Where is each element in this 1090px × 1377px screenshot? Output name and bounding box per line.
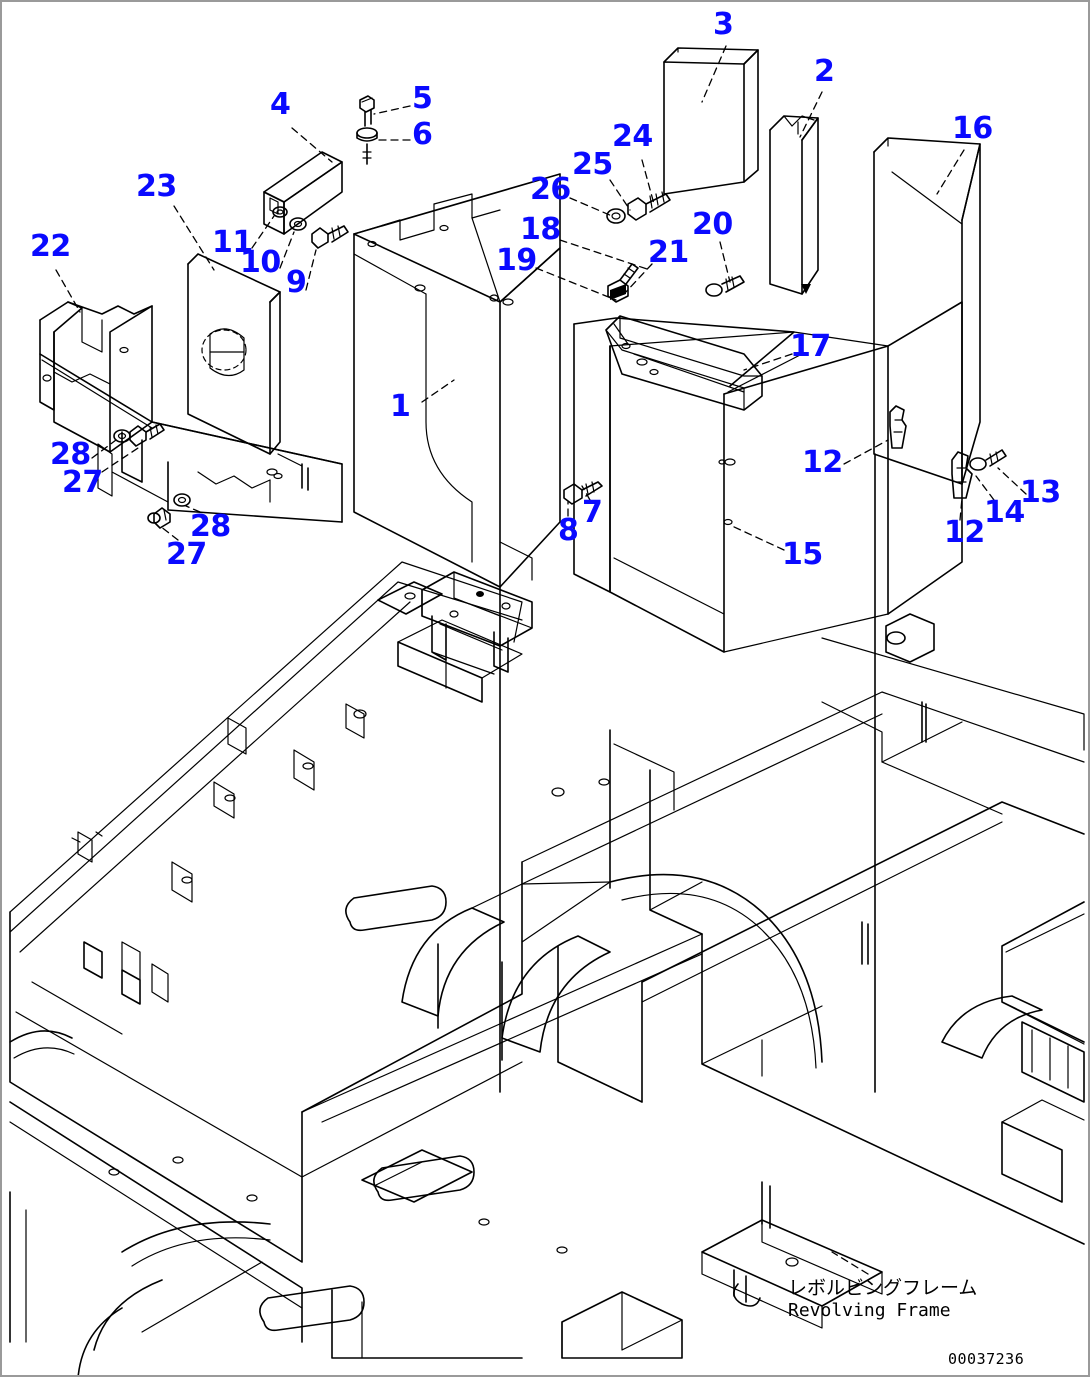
callout-2[interactable]: 2 <box>814 54 835 89</box>
revolving-frame-drawing <box>9 453 1085 1375</box>
callout-23[interactable]: 23 <box>136 169 177 204</box>
callout-20[interactable]: 20 <box>692 207 733 242</box>
fastener-20 <box>705 275 745 297</box>
part-4-bracket <box>263 151 343 235</box>
part-23-panel <box>187 253 281 455</box>
callout-9[interactable]: 9 <box>286 265 307 300</box>
part-12-13-14-clip-group <box>951 449 1007 499</box>
fastener-9-10-11 <box>272 206 349 249</box>
fastener-24-25-26 <box>606 191 671 224</box>
callout-25[interactable]: 25 <box>572 147 613 182</box>
callout-27-upper[interactable]: 27 <box>62 465 103 500</box>
callout-22[interactable]: 22 <box>30 229 71 264</box>
callout-13[interactable]: 13 <box>1020 475 1061 510</box>
callout-26[interactable]: 26 <box>530 172 571 207</box>
callout-28-upper[interactable]: 28 <box>50 437 91 472</box>
callout-1[interactable]: 1 <box>390 389 411 424</box>
callout-11[interactable]: 11 <box>212 225 253 260</box>
callout-12-upper[interactable]: 12 <box>802 445 843 480</box>
callout-16[interactable]: 16 <box>952 111 993 146</box>
frame-label-japanese: レボルビングフレーム <box>788 1277 978 1299</box>
callout-12-lower[interactable]: 12 <box>944 515 985 550</box>
part-2-plate <box>769 115 819 295</box>
callout-4[interactable]: 4 <box>270 87 291 122</box>
callout-5[interactable]: 5 <box>412 81 433 116</box>
callout-14[interactable]: 14 <box>984 495 1025 530</box>
fastener-18-19-21 <box>607 263 639 303</box>
fastener-27-28-upper <box>113 423 165 447</box>
part-5-bolt <box>359 95 375 127</box>
part-17-duct <box>605 315 763 411</box>
callout-7[interactable]: 7 <box>582 495 603 530</box>
callout-17[interactable]: 17 <box>790 329 831 364</box>
callout-21[interactable]: 21 <box>648 235 689 270</box>
fastener-7-8 <box>563 481 603 505</box>
callout-15[interactable]: 15 <box>782 537 823 572</box>
drawing-number: 00037236 <box>948 1350 1025 1368</box>
callout-10[interactable]: 10 <box>240 245 281 280</box>
callout-3[interactable]: 3 <box>713 7 734 42</box>
callout-6[interactable]: 6 <box>412 117 433 152</box>
callout-18[interactable]: 18 <box>520 212 561 247</box>
callout-8[interactable]: 8 <box>558 513 579 548</box>
callout-27-lower[interactable]: 27 <box>166 537 207 572</box>
callout-19[interactable]: 19 <box>496 243 537 278</box>
part-15-panel <box>573 301 963 653</box>
frame-label-english: Revolving Frame <box>788 1300 951 1321</box>
part-3-plate <box>663 47 759 195</box>
lower-left-shelf <box>39 353 343 523</box>
fastener-27-28-lower <box>147 493 191 529</box>
callout-28-lower[interactable]: 28 <box>190 509 231 544</box>
callout-24[interactable]: 24 <box>612 119 653 154</box>
part-22-bracket <box>39 301 153 453</box>
leader-lines <box>55 45 1027 1275</box>
part-12-clip-a <box>889 405 907 449</box>
part-6-washer <box>356 127 378 165</box>
